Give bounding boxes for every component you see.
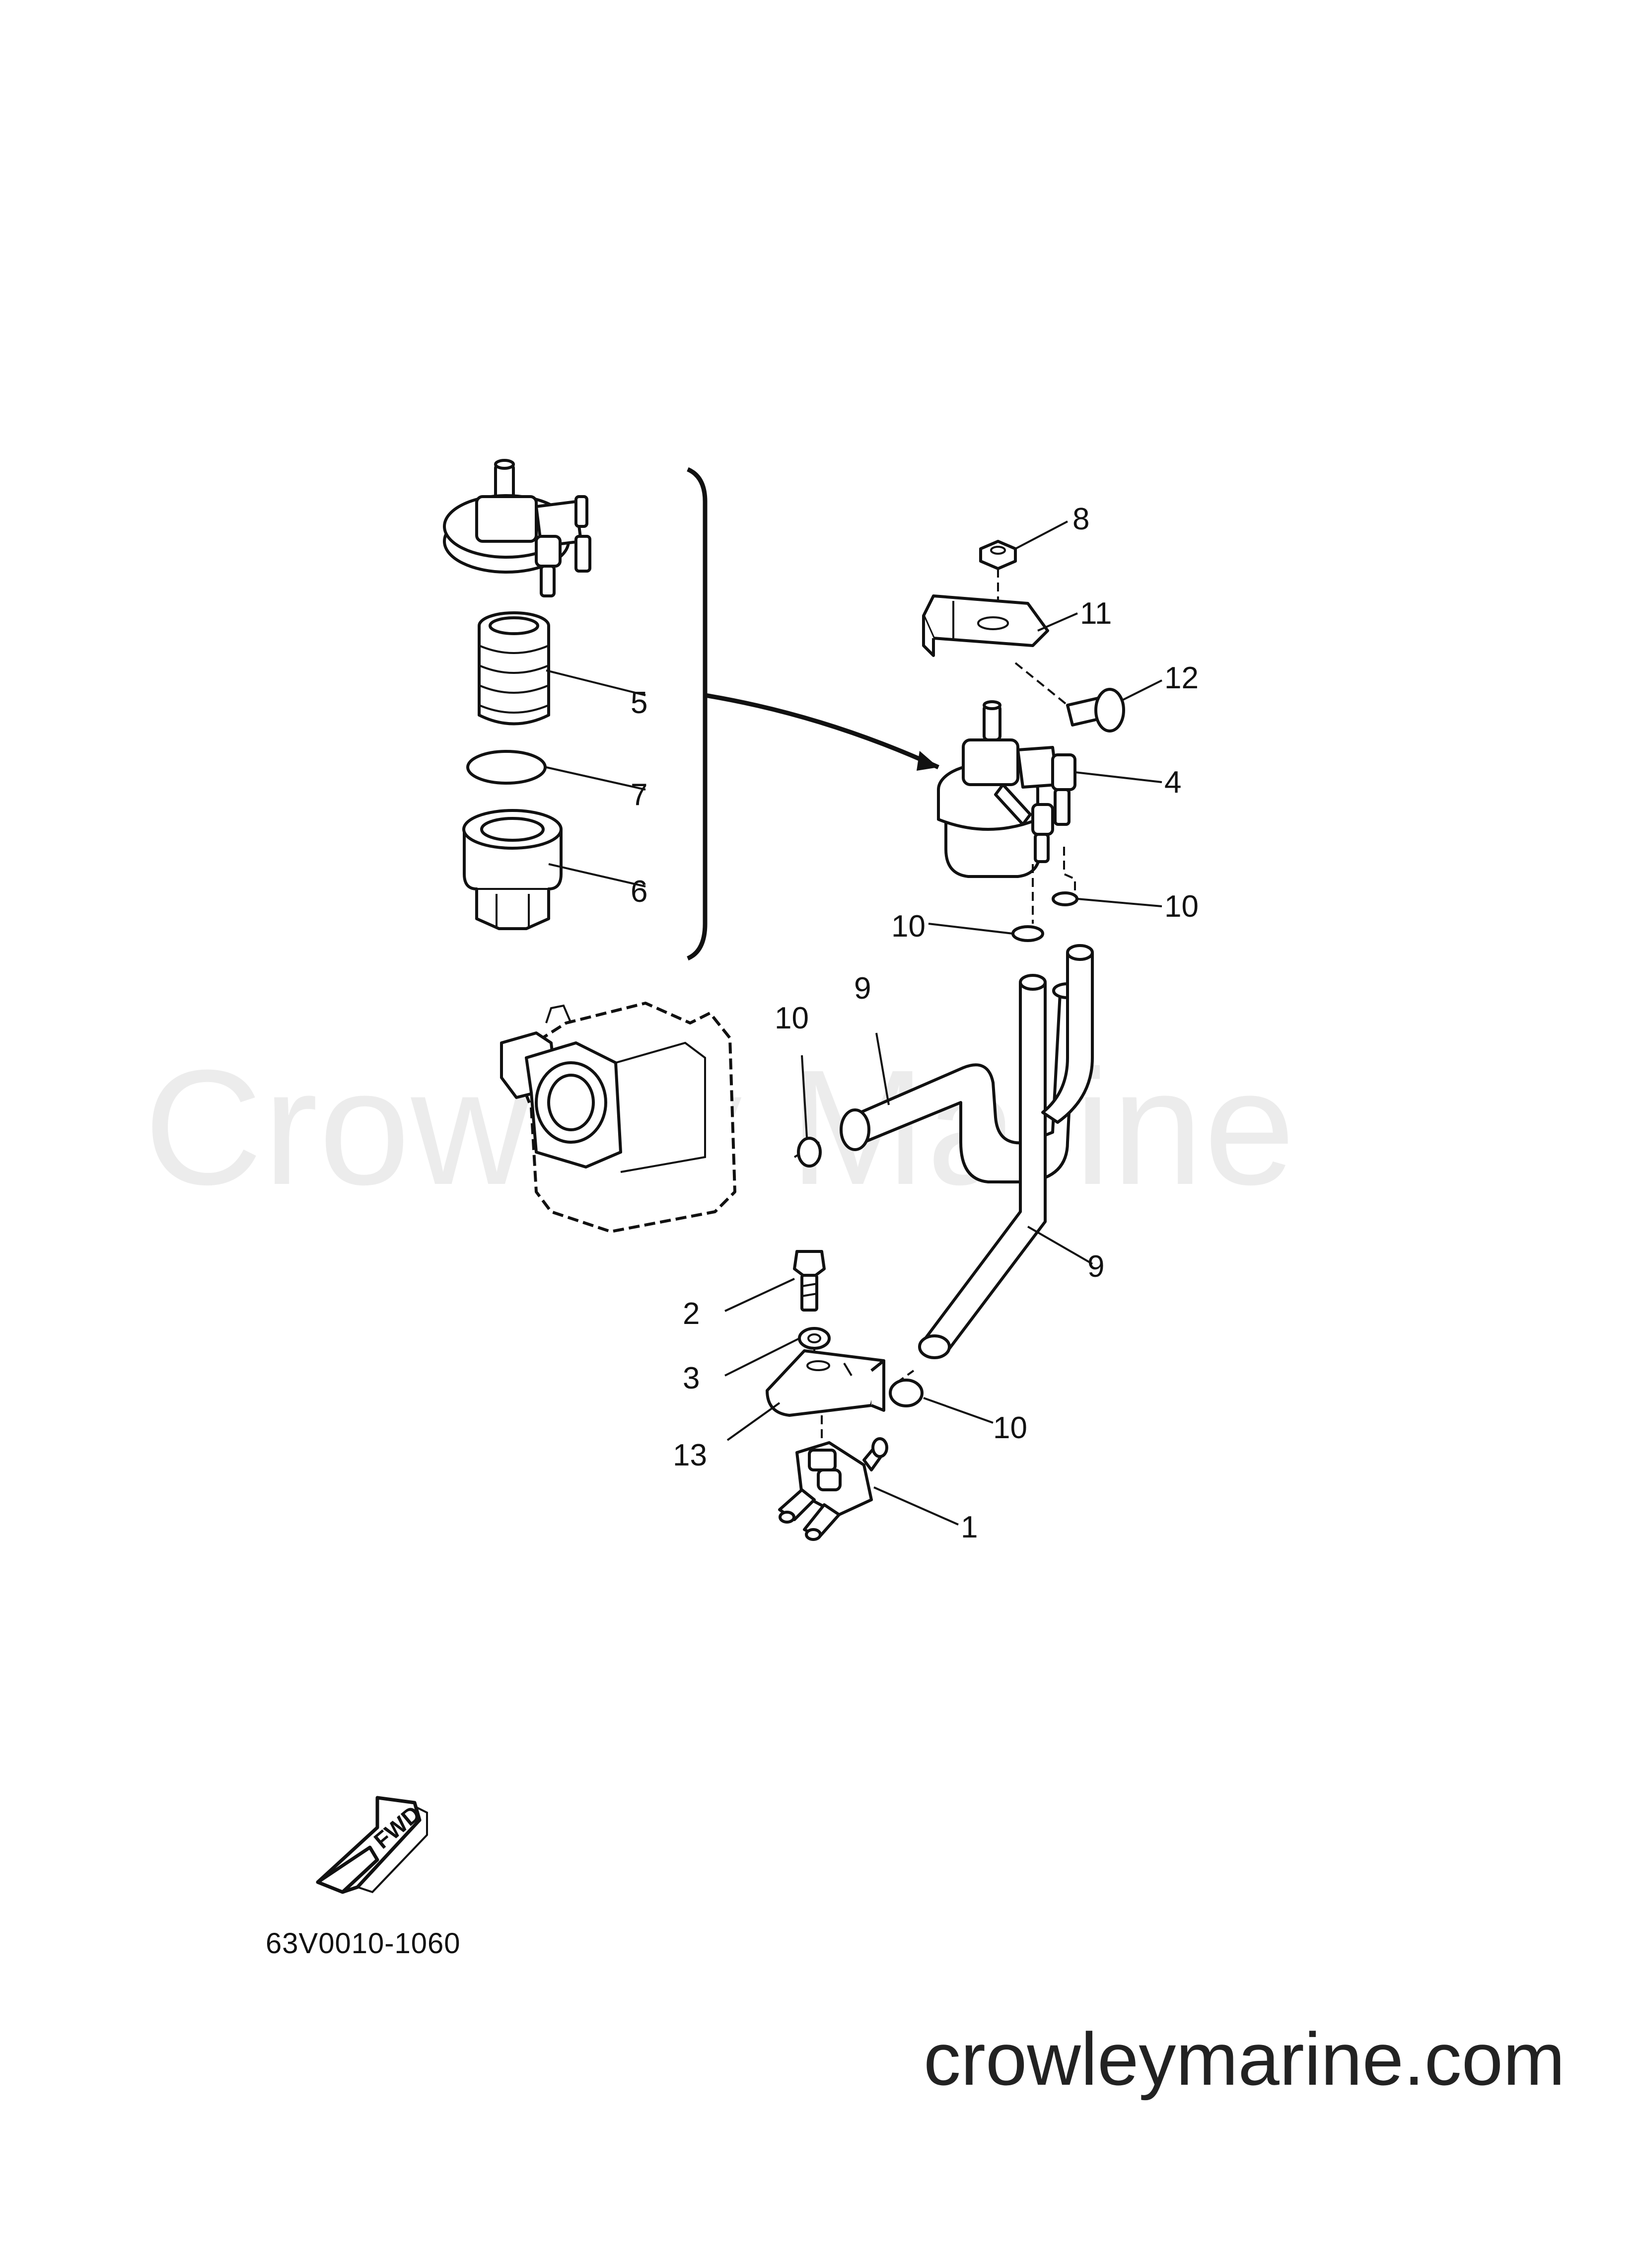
diagram-code: 63V0010-1060 <box>266 1927 461 1960</box>
leader-12 <box>1122 679 1162 701</box>
callout-2: 2 <box>683 1297 700 1331</box>
callout-6: 6 <box>631 875 648 909</box>
filter-bowl <box>462 809 563 930</box>
callout-3: 3 <box>683 1361 700 1395</box>
callout-4: 4 <box>1164 765 1182 800</box>
leader-1 <box>873 1486 959 1526</box>
clip-10-d <box>889 1379 924 1407</box>
filter-cap-assembly <box>443 459 591 597</box>
callout-10-d: 10 <box>993 1411 1027 1445</box>
clip-10-c <box>797 1137 822 1168</box>
callout-9-b: 9 <box>1087 1249 1105 1284</box>
site-url: crowleymarine.com <box>924 2017 1565 2101</box>
explode-arrow-head <box>917 751 938 771</box>
hose-second <box>1041 944 1094 1124</box>
nut <box>979 540 1017 570</box>
leader-11 <box>1037 612 1078 632</box>
leader-10-c <box>801 1055 808 1138</box>
leader-9-a <box>875 1032 890 1105</box>
callout-10-a: 10 <box>1164 889 1199 924</box>
bracket-plate <box>766 1349 885 1417</box>
callout-11: 11 <box>1080 596 1112 631</box>
leader-9-b <box>1027 1226 1093 1265</box>
leader-5 <box>546 669 646 696</box>
leader-3 <box>724 1337 800 1377</box>
leader-10-d <box>923 1397 994 1424</box>
bolt-2 <box>793 1250 826 1312</box>
leader-10-a <box>1077 898 1162 907</box>
bolt-12 <box>1066 688 1125 732</box>
explode-arrow-line <box>705 693 939 770</box>
callout-8: 8 <box>1072 502 1090 536</box>
callout-12: 12 <box>1164 661 1199 695</box>
callout-1: 1 <box>961 1510 978 1544</box>
o-ring <box>466 750 547 785</box>
leader-6 <box>548 863 646 887</box>
bracket-clamp <box>922 594 1049 657</box>
filter-element <box>478 611 550 726</box>
callout-9-a: 9 <box>854 971 871 1006</box>
leader-2 <box>724 1278 795 1312</box>
carburetor <box>500 1002 736 1233</box>
callout-7: 7 <box>631 778 648 812</box>
leader-10-b <box>928 923 1013 935</box>
hose-long <box>918 974 1047 1359</box>
explode-bracket <box>687 467 708 961</box>
leader-7 <box>546 766 646 791</box>
callout-10-b: 10 <box>891 909 926 944</box>
callout-5: 5 <box>631 686 648 720</box>
washer <box>798 1327 831 1350</box>
fwd-arrow-icon: FWD <box>316 1796 428 1894</box>
leader-13 <box>726 1402 781 1441</box>
clip-10-a <box>1052 891 1078 906</box>
fuel-joint <box>778 1437 888 1541</box>
callout-13: 13 <box>673 1438 707 1472</box>
fuel-filter-assembly <box>937 700 1076 878</box>
callout-10-c: 10 <box>775 1001 809 1035</box>
leader-8 <box>1015 520 1068 550</box>
leader-4 <box>1074 771 1162 783</box>
clip-10-b <box>1011 925 1044 942</box>
